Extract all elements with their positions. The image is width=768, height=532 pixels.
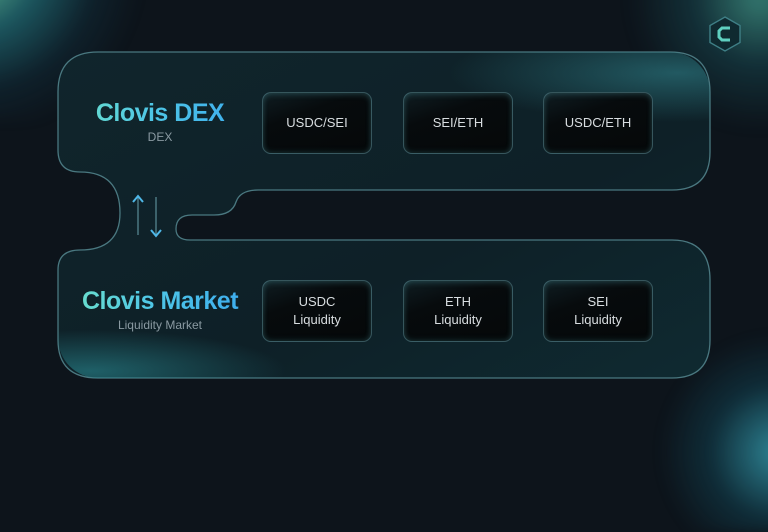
pair-box-usdc-eth: USDC/ETH	[543, 92, 653, 154]
clovis-logo-icon	[709, 16, 741, 52]
pair-box-usdc-sei: USDC/SEI	[262, 92, 372, 154]
liquidity-asset: SEI	[587, 294, 609, 309]
pair-box-sei-eth: SEI/ETH	[403, 92, 513, 154]
liquidity-asset: ETH	[444, 294, 471, 309]
liquidity-box-sei: SEI Liquidity	[543, 280, 653, 342]
liquidity-label: Liquidity	[434, 312, 482, 327]
market-subtitle: Liquidity Market	[117, 318, 203, 332]
market-title: Clovis Market	[60, 286, 260, 316]
pair-label: USDC/SEI	[286, 115, 348, 130]
liquidity-label: Liquidity	[293, 312, 341, 327]
liquidity-box-usdc: USDC Liquidity	[262, 280, 372, 342]
liquidity-asset: USDC	[298, 294, 336, 309]
bidirectional-arrows-icon	[132, 194, 162, 238]
dex-subtitle: DEX	[147, 130, 173, 144]
liquidity-box-eth: ETH Liquidity	[403, 280, 513, 342]
pair-label: USDC/ETH	[564, 115, 632, 130]
liquidity-label: Liquidity	[574, 312, 622, 327]
dex-title-block: Clovis DEX DEX	[60, 98, 260, 144]
panels-outline	[57, 51, 711, 379]
pair-label: SEI/ETH	[432, 115, 484, 130]
market-title-block: Clovis Market Liquidity Market	[60, 286, 260, 332]
dex-title: Clovis DEX	[60, 98, 260, 128]
